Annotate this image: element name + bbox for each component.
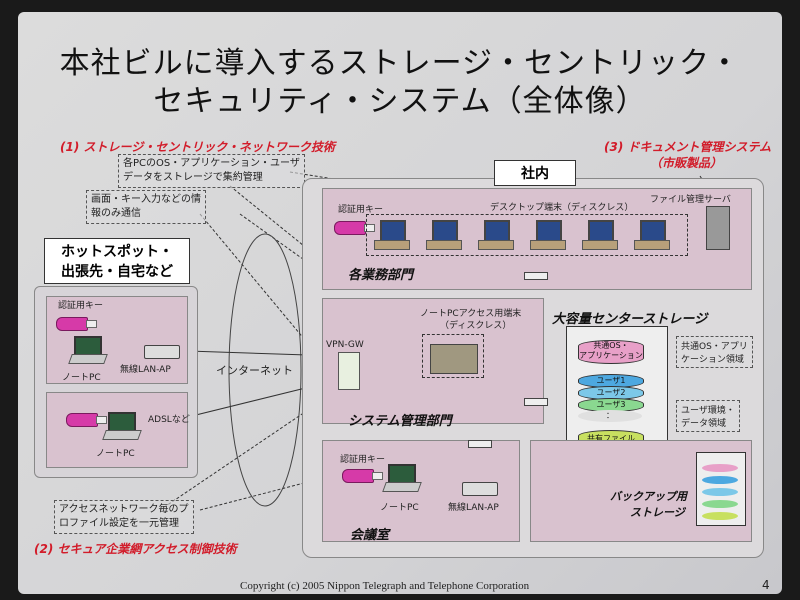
note-screen-key-line1: 画面・キー入力などの情: [91, 194, 201, 205]
notepc-access-terminal-icon: [430, 344, 478, 374]
note-screen-key-line2: 報のみ通信: [91, 208, 141, 219]
internet-label: インターネット: [216, 364, 293, 377]
desktop-pc-icon-5: [580, 220, 618, 250]
kaigi-label: 会議室: [350, 528, 390, 543]
adsl-label: ADSLなど: [148, 415, 190, 425]
file-server-icon: [706, 206, 730, 250]
label-storage-centric: (1) ストレージ・セントリック・ネットワーク技術: [60, 140, 336, 154]
note-profile-line2: ロファイル設定を一元管理: [59, 518, 179, 529]
auth-key-icon: [56, 316, 97, 331]
wireless-ap-icon-kaigi: [462, 482, 498, 496]
hotspot-header: ホットスポット・ 出張先・自宅など: [44, 238, 190, 284]
note-screen-key-box: 画面・キー入力などの情 報のみ通信: [86, 190, 206, 224]
notepc-label-hotspot: ノートPC: [62, 373, 101, 383]
notepc-icon: [68, 336, 108, 364]
notepc-access-label-1: ノートPCアクセス用端末: [420, 309, 522, 319]
label-commercial-product: （市販製品）: [650, 156, 723, 170]
backup-disk-4: [702, 500, 738, 508]
vpn-gw-icon: [338, 352, 360, 390]
note-profile-line1: アクセスネットワーク毎のプ: [59, 504, 189, 515]
hotspot-inner-top: [46, 296, 188, 384]
notepc-label-kaigi: ノートPC: [380, 503, 419, 513]
storage-title: 大容量センターストレージ: [552, 312, 708, 327]
wireless-ap-icon: [144, 345, 180, 359]
slide-title-line1: 本社ビルに導入するストレージ・セントリック・: [59, 46, 741, 81]
auth-key-icon-kaigi: [342, 468, 383, 483]
desktop-pc-icon-6: [632, 220, 670, 250]
auth-key-icon-2: [66, 412, 107, 427]
desktop-terminal-label: デスクトップ端末（ディスクレス）: [490, 203, 634, 213]
desktop-group: [366, 214, 688, 256]
shanai-header: 社内: [494, 160, 576, 186]
backup-label-2: ストレージ: [630, 506, 685, 519]
area-user-line2: データ領域: [681, 419, 727, 429]
area-user-line1: ユーザ環境・: [681, 406, 735, 416]
backup-disk-5: [702, 512, 738, 520]
gyomu-label: 各業務部門: [348, 268, 414, 283]
notepc-icon-kaigi: [382, 464, 422, 492]
hotspot-header-line1: ホットスポット・: [61, 244, 173, 260]
notepc-access-label-2: （ディスクレス）: [440, 321, 512, 331]
sysmgmt-label: システム管理部門: [348, 414, 452, 429]
area-common-line2: ケーション領域: [681, 355, 744, 365]
desktop-pc-icon-3: [476, 220, 514, 250]
disk-dots: ：: [578, 410, 642, 422]
desktop-pc-icon-4: [528, 220, 566, 250]
backup-disk-3: [702, 488, 738, 496]
auth-key-label-gyomu: 認証用キー: [338, 205, 384, 215]
auth-key-icon-gyomu: [334, 220, 375, 235]
slide-title-line2: セキュリティ・システム（全体像）: [153, 84, 647, 119]
note-os-app-box: 各PCのOS・アプリケーション・ユーザ データをストレージで集約管理: [118, 154, 305, 188]
auth-key-label-kaigi: 認証用キー: [340, 455, 386, 465]
hotspot-header-line2: 出張先・自宅など: [61, 264, 173, 280]
desktop-pc-icon-2: [424, 220, 462, 250]
backup-disk-2: [702, 476, 738, 484]
desktop-pc-icon-1: [372, 220, 410, 250]
note-os-app-line2: データをストレージで集約管理: [123, 172, 263, 183]
switch-icon-gyomu: [524, 272, 548, 280]
note-profile-box: アクセスネットワーク毎のプ ロファイル設定を一元管理: [54, 500, 194, 534]
auth-key-label-hotspot: 認証用キー: [58, 301, 104, 311]
backup-disk-1: [702, 464, 738, 472]
switch-icon-sysmgmt: [524, 398, 548, 406]
copyright: Copyright (c) 2005 Nippon Telegraph and …: [240, 580, 530, 592]
switch-icon-kaigi: [468, 440, 492, 448]
notepc-icon-2: [102, 412, 142, 440]
wireless-ap-label-hotspot: 無線LAN-AP: [120, 365, 171, 375]
area-common-line1: 共通OS・アプリ: [681, 342, 748, 352]
note-os-app-line1: 各PCのOS・アプリケーション・ユーザ: [123, 158, 300, 169]
disk-common-line2: アプリケーション: [579, 351, 643, 360]
notepc-label-hotspot-2: ノートPC: [96, 449, 135, 459]
vpn-gw-label: VPN-GW: [326, 340, 364, 350]
page-number: 4: [762, 578, 770, 592]
area-common-box: 共通OS・アプリ ケーション領域: [676, 336, 753, 368]
wireless-ap-label-kaigi: 無線LAN-AP: [448, 503, 499, 513]
disk-common-line1: 共通OS・: [593, 341, 629, 350]
disk-common: 共通OS・ アプリケーション: [578, 340, 644, 364]
label-document-mgmt: (3) ドキュメント管理システム: [604, 140, 772, 154]
label-secure-access: (2) セキュア企業網アクセス制御技術: [34, 542, 237, 556]
area-user-box: ユーザ環境・ データ領域: [676, 400, 740, 432]
notepc-access-group: [422, 334, 484, 378]
backup-label-1: バックアップ用: [610, 490, 687, 503]
file-server-label: ファイル管理サーバ: [650, 195, 731, 205]
